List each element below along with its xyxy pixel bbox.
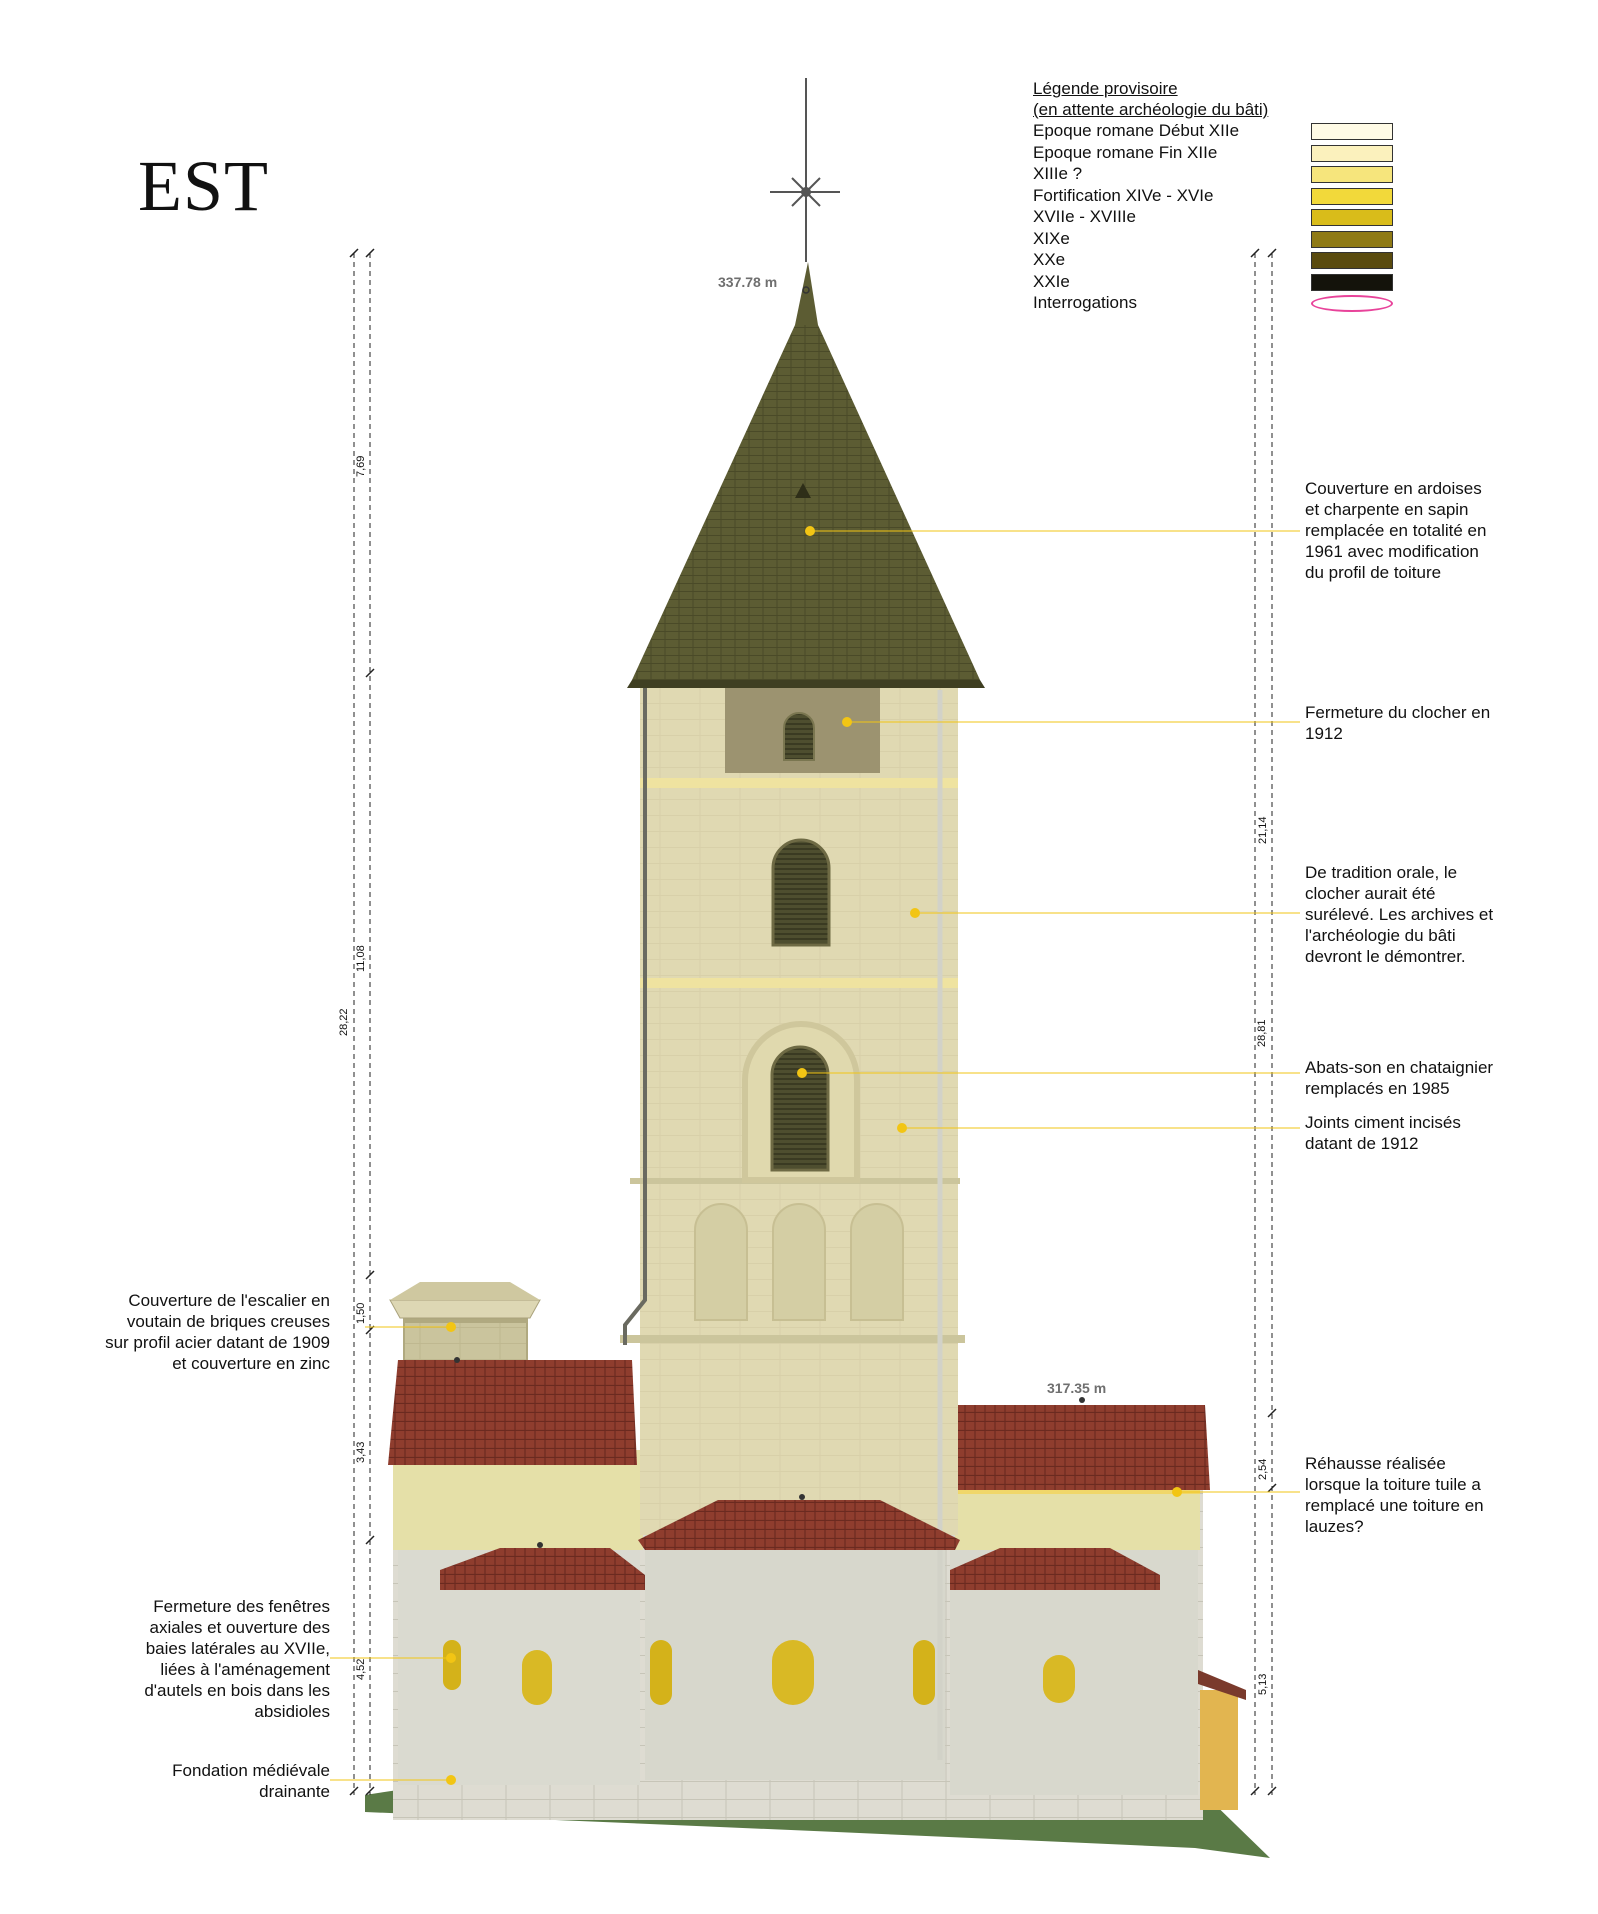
annotation-line: Fermeture des fenêtres [153,1597,330,1616]
legend-label: Epoque romane Fin XIIe [1033,142,1218,162]
annotation-line: remplacés en 1985 [1305,1079,1450,1098]
annotation-line: drainante [259,1782,330,1801]
annotation-line: Réhausse réalisée [1305,1454,1446,1473]
note-joints: Joints ciment incisés datant de 1912 [1305,1112,1461,1154]
dim-right-mid: 2,54 [1257,1458,1269,1480]
legend-swatch [1311,252,1393,269]
legend-swatch [1311,123,1393,140]
annotation-line: clocher aurait été [1305,884,1436,903]
annotation-line: 1912 [1305,724,1343,743]
legend-label: XXe [1033,250,1066,269]
legend-item-interrogations: Interrogations [1033,292,1413,314]
annotation-line: liées à l'aménagement [160,1660,330,1679]
annotation-line: Fermeture du clocher en [1305,703,1491,722]
legend-label: XIIIe ? [1033,164,1083,183]
legend-label: XIXe [1033,228,1070,248]
note-stair: Couverture de l'escalier en voutain de br… [105,1290,330,1374]
legend-item: Fortification XIVe - XVIe [1033,185,1413,207]
annotation-line: baies latérales au XVIIe, [145,1639,330,1658]
legend-swatch [1311,209,1393,226]
dim-left-spire: 7,69 [355,455,367,477]
legend-item: Epoque romane Début XIIe [1033,120,1413,142]
dim-right-low: 5,13 [1257,1673,1269,1695]
dim-left-total: 28,22 [338,1008,350,1036]
dim-left-stair: 1,50 [355,1302,367,1324]
annotation-line: remplacé une toiture en [1305,1496,1484,1515]
annotation-line: d'autels en bois dans les [144,1681,330,1700]
annotation-line: sur profil acier datant de 1909 [105,1333,330,1352]
dim-left-roof: 3,43 [355,1441,367,1463]
legend-label: Interrogations [1033,293,1137,312]
annotation-line: Fondation médiévale [172,1761,330,1780]
legend: Légende provisoire (en attente archéolog… [1033,78,1413,314]
note-roof-spire: Couverture en ardoises et charpente en sa… [1305,478,1486,583]
dim-left-apse: 4,52 [355,1658,367,1680]
legend-item: Epoque romane Fin XIIe [1033,142,1413,164]
annotation-line: et charpente en sapin [1305,500,1469,519]
annotation-line: datant de 1912 [1305,1134,1419,1153]
annotation-line: De tradition orale, le [1305,863,1458,882]
legend-swatch [1311,144,1393,162]
dim-right-upper: 21,14 [1257,816,1269,844]
legend-heading: Légende provisoire [1033,79,1178,98]
legend-swatch [1311,230,1393,248]
legend-item: XIXe [1033,228,1413,250]
altitude-top-label: 337.78 m [718,274,778,290]
annotation-line: Couverture en ardoises [1305,479,1482,498]
legend-label: XXIe [1033,271,1070,291]
annotation-line: devront le démontrer. [1305,947,1466,966]
note-rehausse: Réhausse réalisée lorsque la toiture tuil… [1305,1453,1484,1537]
altitude-roof-label: 317.35 m [1047,1380,1107,1396]
annotation-line: Abats-son en chataignier [1305,1058,1494,1077]
annotation-line: Joints ciment incisés [1305,1113,1461,1132]
annotation-line: Couverture de l'escalier en [128,1291,330,1310]
note-closing: Fermeture du clocher en 1912 [1305,702,1490,744]
legend-swatch [1311,166,1393,183]
annotation-line: surélevé. Les archives et [1305,905,1494,924]
legend-item: XIIIe ? [1033,163,1413,185]
note-foundation: Fondation médiévale drainante [172,1760,330,1802]
annotation-line: lorsque la toiture tuile a [1305,1475,1481,1494]
interrogation-ellipse-icon [1311,295,1393,312]
legend-swatch [1311,187,1393,205]
annotation-line: remplacée en totalité en [1305,521,1487,540]
legend-item: XXIe [1033,271,1413,293]
note-abat-son: Abats-son en chataignier remplacés en 198… [1305,1057,1493,1099]
legend-label: Epoque romane Début XIIe [1033,121,1240,140]
legend-subheading: (en attente archéologie du bâti) [1033,100,1269,119]
annotation-line: l'archéologie du bâti [1305,926,1456,945]
annotation-line: axiales et ouverture des [149,1618,331,1637]
legend-item: XVIIe - XVIIIe [1033,206,1413,228]
legend-item: XXe [1033,249,1413,271]
annotation-line: du profil de toiture [1305,563,1442,582]
note-tradition: De tradition orale, le clocher aurait été… [1305,862,1493,967]
legend-swatch [1311,273,1393,291]
page-title: EST [138,146,270,226]
note-windows: Fermeture des fenêtres axiales et ouvertu… [144,1596,330,1722]
dim-right-total: 28,81 [1256,1019,1268,1047]
dim-left-tower: 11,08 [355,945,367,972]
annotation-line: lauzes? [1305,1517,1364,1536]
annotation-line: et couverture en zinc [172,1354,330,1373]
legend-label: Fortification XIVe - XVIe [1033,185,1214,205]
annotation-line: voutain de briques creuses [126,1312,330,1331]
legend-label: XVIIe - XVIIIe [1033,207,1136,226]
annotation-line: 1961 avec modification [1305,542,1479,561]
annotation-line: absidioles [254,1702,330,1721]
